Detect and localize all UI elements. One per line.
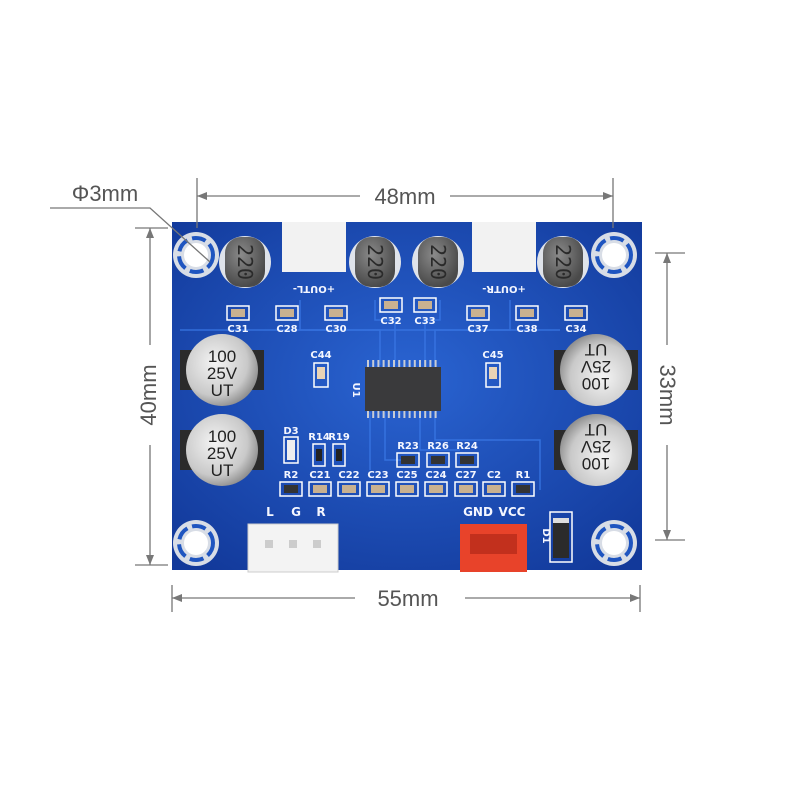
smd-component: C28 xyxy=(275,305,299,335)
amplifier-ic: U1 xyxy=(350,360,441,418)
smd-label: C28 xyxy=(276,324,297,335)
smd-label: C33 xyxy=(414,316,435,327)
smd-label: R24 xyxy=(456,441,478,452)
output-right-label: +OUTR- xyxy=(482,283,526,294)
smd-label: C2 xyxy=(487,470,501,481)
cap-brand: UT xyxy=(211,381,234,400)
smd-component: R2 xyxy=(279,470,303,497)
output-left-connector xyxy=(282,222,346,272)
smd-label: C31 xyxy=(227,324,248,335)
smd-component: C34 xyxy=(564,305,588,335)
cap-value: 100 xyxy=(208,347,236,366)
c44: C44 xyxy=(310,350,332,388)
smd-component: C31 xyxy=(226,305,250,335)
smd-label: C24 xyxy=(425,470,446,481)
input-label-r: R xyxy=(316,505,325,519)
height-40mm-label: 40mm xyxy=(136,364,161,425)
smd-component: C21 xyxy=(308,470,332,497)
diode-d3: D3 xyxy=(283,426,299,464)
smd-label: R1 xyxy=(516,470,531,481)
smd-component: R23 xyxy=(396,441,420,468)
smd-bottom-row: R2 C21 C22 C23 C25 C24 C27 C2 R1 xyxy=(279,470,535,497)
smd-label: R2 xyxy=(284,470,299,481)
smd-label: C25 xyxy=(396,470,417,481)
hole-diameter-label: Φ3mm xyxy=(72,181,138,206)
inductor-marking: 220 xyxy=(426,244,450,280)
cap-brand: UT xyxy=(585,340,608,359)
smd-label: R23 xyxy=(397,441,419,452)
resistor: R19 xyxy=(328,432,350,467)
smd-component: R1 xyxy=(511,470,535,497)
smd-component: C37 xyxy=(466,305,490,335)
output-left-label: +OUTL- xyxy=(293,283,335,294)
smd-component: C38 xyxy=(515,305,539,335)
cap-voltage: 25V xyxy=(580,357,611,376)
smd-component: C33 xyxy=(413,297,437,327)
smd-component: C22 xyxy=(337,470,361,497)
smd-label: C22 xyxy=(338,470,359,481)
smd-label: C34 xyxy=(565,324,586,335)
resistor-label: R19 xyxy=(328,432,350,443)
smd-label: C27 xyxy=(455,470,476,481)
cap-brand: UT xyxy=(211,461,234,480)
gnd-label: GND xyxy=(463,505,493,519)
inductors: 220 220 220 220 xyxy=(219,236,589,288)
smd-component: R24 xyxy=(455,441,479,468)
smd-label: C37 xyxy=(467,324,488,335)
dimension-lines xyxy=(50,178,685,612)
c45-label: C45 xyxy=(482,350,503,361)
vcc-label: VCC xyxy=(499,505,526,519)
cap-value: 100 xyxy=(582,374,610,393)
diode-d1: D1 xyxy=(540,511,573,563)
smd-component: C23 xyxy=(366,470,390,497)
smd-component: C30 xyxy=(324,305,348,335)
cap-brand: UT xyxy=(585,420,608,439)
c45: C45 xyxy=(482,350,504,388)
width-55mm-label: 55mm xyxy=(377,586,438,611)
cap-value: 100 xyxy=(582,454,610,473)
smd-label: C32 xyxy=(380,316,401,327)
input-label-l: L xyxy=(266,505,274,519)
height-33mm-label: 33mm xyxy=(655,364,680,425)
traces xyxy=(180,300,560,490)
mounting-holes xyxy=(173,232,637,566)
d3-label: D3 xyxy=(283,426,298,437)
smd-label: R26 xyxy=(427,441,449,452)
inductor-marking: 220 xyxy=(233,244,257,280)
electrolytic-capacitors: 100 25V UT 100 25V UT 100 25V UT 100 25V… xyxy=(180,334,638,486)
inductor-marking: 220 xyxy=(551,244,575,280)
smd-label: C30 xyxy=(325,324,346,335)
ic-label: U1 xyxy=(350,382,361,397)
smd-label: C21 xyxy=(309,470,330,481)
inductor-marking: 220 xyxy=(363,244,387,280)
smd-label: C38 xyxy=(516,324,537,335)
smd-component: C32 xyxy=(379,297,403,327)
width-48mm-label: 48mm xyxy=(374,184,435,209)
smd-component: C25 xyxy=(395,470,419,497)
cap-voltage: 25V xyxy=(207,364,238,383)
cap-voltage: 25V xyxy=(207,444,238,463)
c44-label: C44 xyxy=(310,350,331,361)
resistor: R14 xyxy=(308,432,330,467)
smd-component: R26 xyxy=(426,441,450,468)
output-right-connector xyxy=(472,222,536,272)
smd-component: C24 xyxy=(424,470,448,497)
smd-component: C2 xyxy=(482,470,506,497)
smd-component: C27 xyxy=(454,470,478,497)
d1-label: D1 xyxy=(540,528,551,543)
input-label-g: G xyxy=(291,505,301,519)
cap-voltage: 25V xyxy=(580,437,611,456)
smd-label: C23 xyxy=(367,470,388,481)
resistor-label: R14 xyxy=(308,432,330,443)
cap-value: 100 xyxy=(208,427,236,446)
